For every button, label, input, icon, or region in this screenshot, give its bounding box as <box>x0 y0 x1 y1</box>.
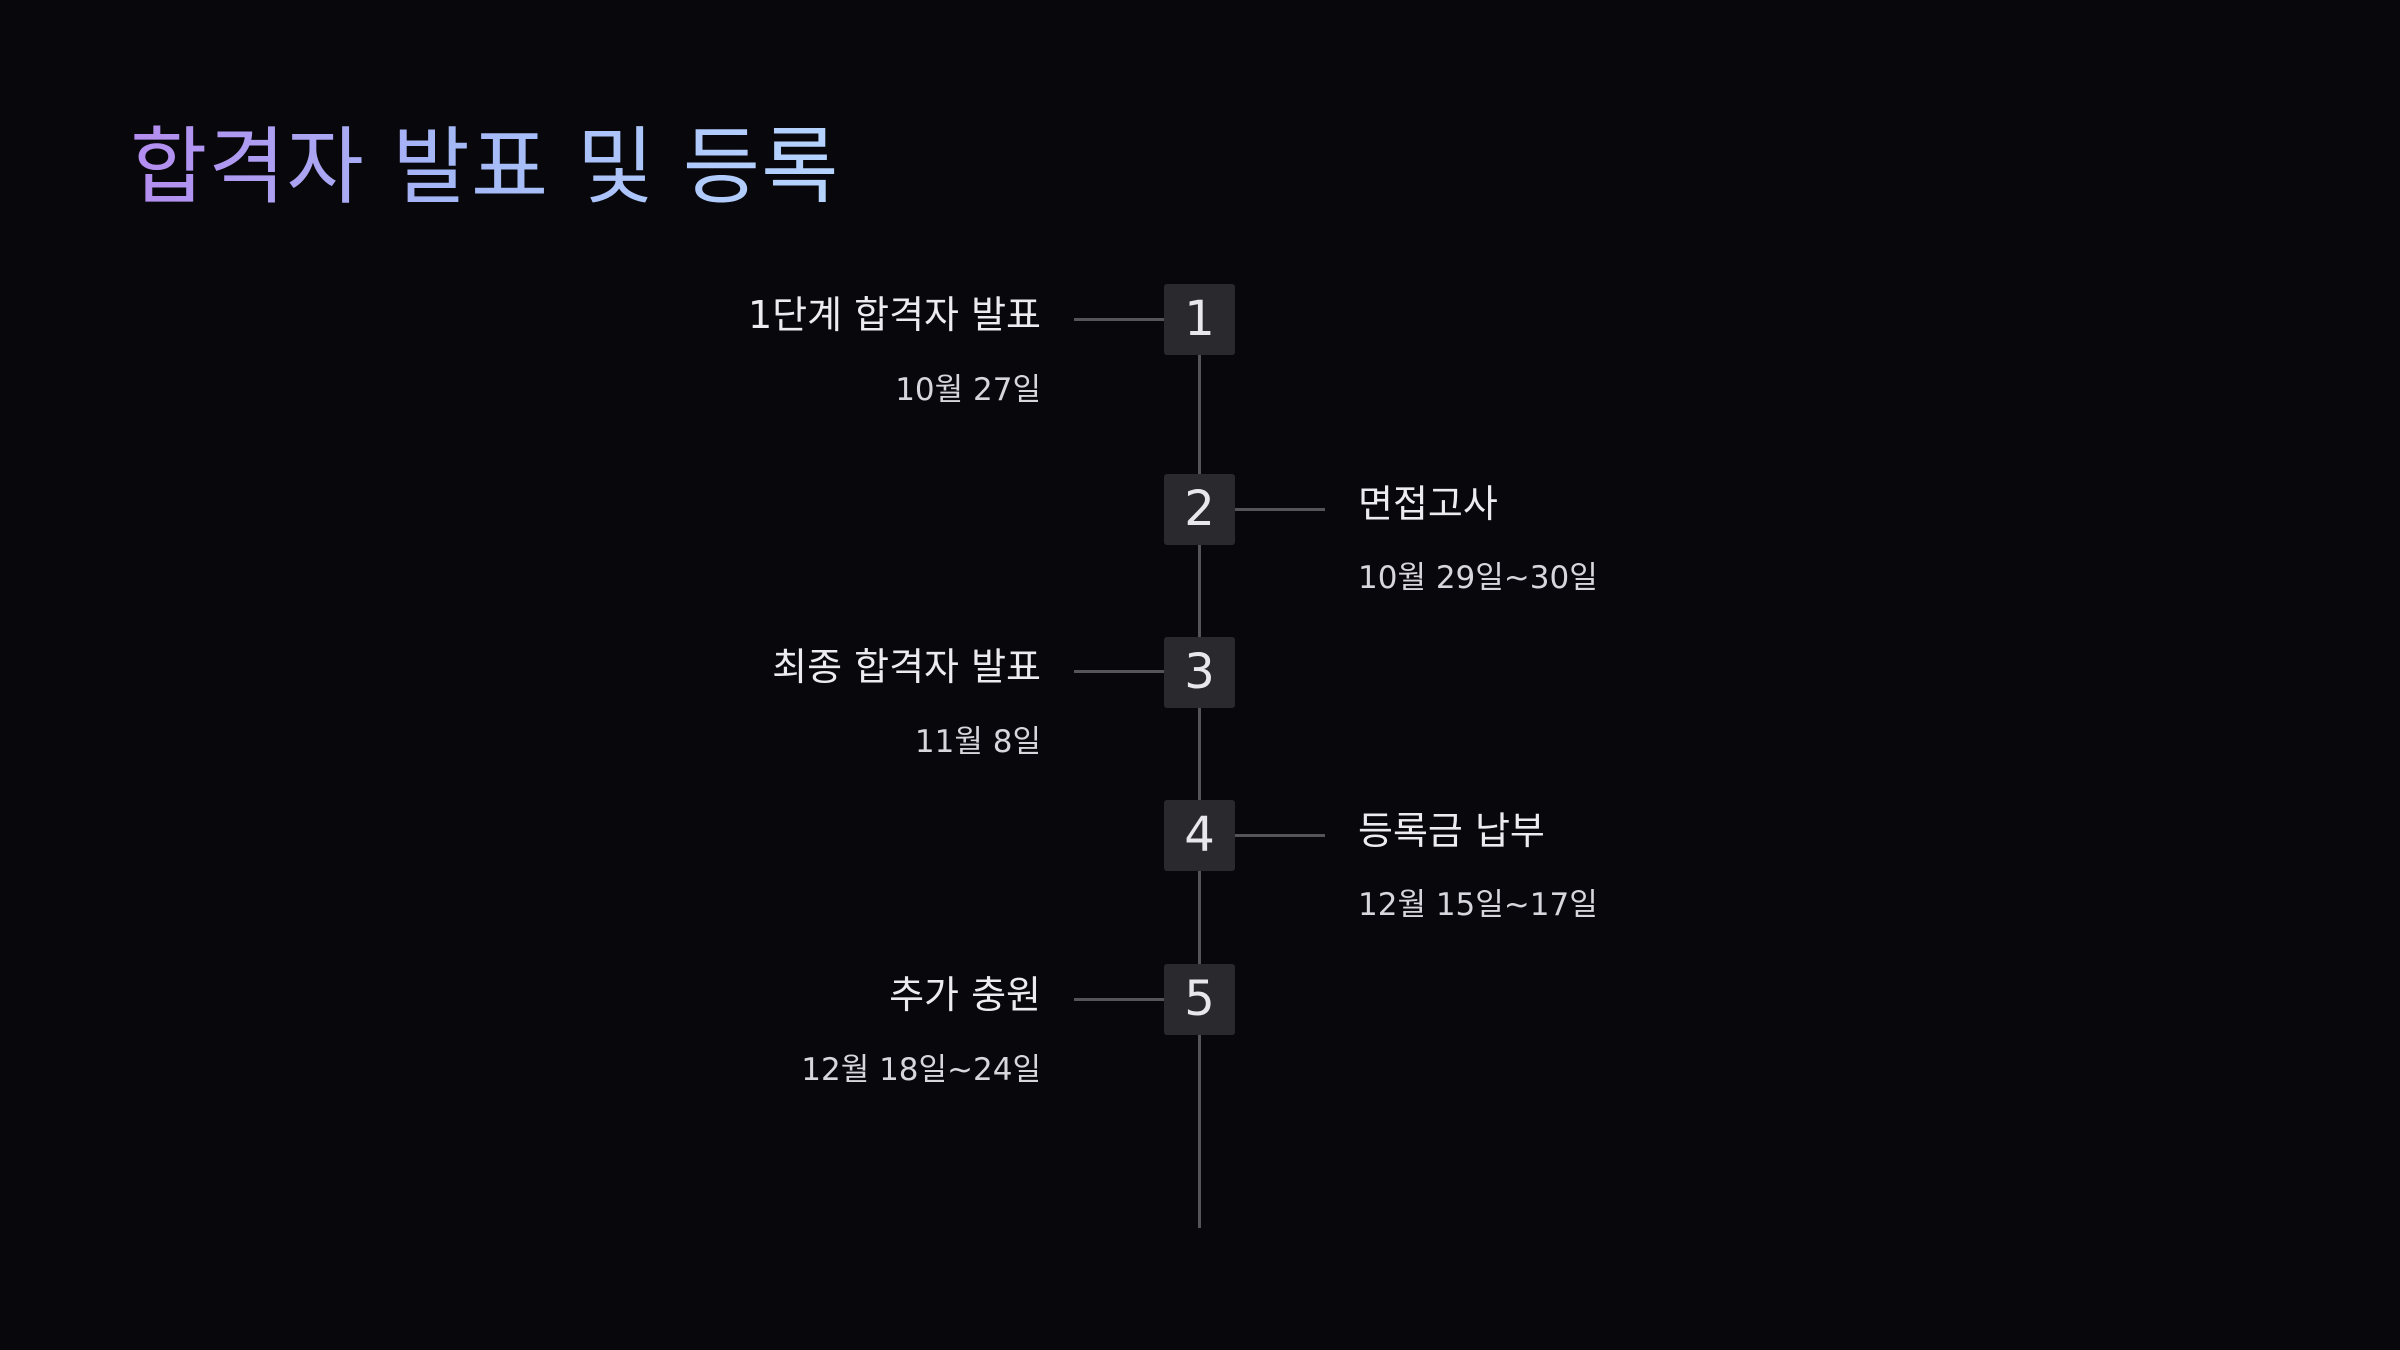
step-1-connector <box>1074 318 1164 321</box>
step-5-label: 추가 충원 <box>889 973 1041 1017</box>
step-4-connector <box>1235 834 1325 837</box>
step-3-label: 최종 합격자 발표 <box>772 645 1041 689</box>
step-3-number-box: 3 <box>1164 637 1235 708</box>
step-4-number-box: 4 <box>1164 800 1235 871</box>
step-2-number-box: 2 <box>1164 474 1235 545</box>
step-4-date: 12월 15일~17일 <box>1358 887 1598 923</box>
step-4-label: 등록금 납부 <box>1358 809 1545 853</box>
step-2-label: 면접고사 <box>1358 482 1498 526</box>
timeline-spine <box>1198 318 1201 1228</box>
step-5-date: 12월 18일~24일 <box>801 1052 1041 1088</box>
slide-title: 합격자 발표 및 등록 <box>130 112 839 222</box>
step-1-date: 10월 27일 <box>895 372 1041 408</box>
step-3-date: 11월 8일 <box>914 724 1041 760</box>
step-2-connector <box>1235 508 1325 511</box>
step-3-connector <box>1074 670 1164 673</box>
step-5-connector <box>1074 998 1164 1001</box>
step-5-number-box: 5 <box>1164 964 1235 1035</box>
step-2-date: 10월 29일~30일 <box>1358 560 1598 596</box>
step-1-number-box: 1 <box>1164 284 1235 355</box>
step-1-label: 1단계 합격자 발표 <box>747 293 1041 337</box>
